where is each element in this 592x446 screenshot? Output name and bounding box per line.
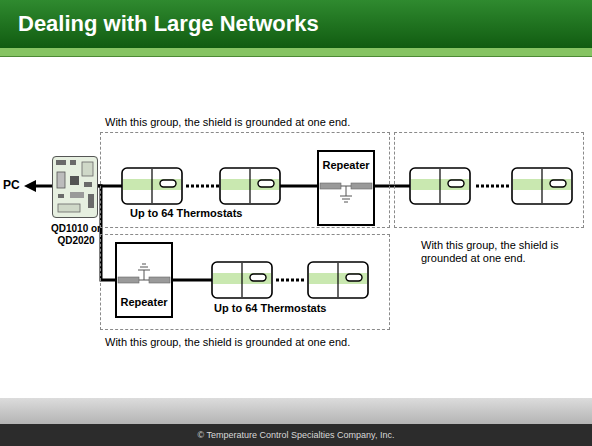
- group-note: With this group, the shield is grounded …: [105, 336, 350, 349]
- thermostat: [212, 262, 272, 298]
- thermostat: [308, 262, 368, 298]
- header-bar: [0, 0, 592, 48]
- endpoint-label: PC: [3, 178, 20, 192]
- thermostat: [122, 168, 182, 204]
- copyright-note: © Temperature Control Specialties Compan…: [0, 430, 592, 441]
- device-label: QD1010 or QD2020: [49, 223, 103, 247]
- box-label: Repeater: [117, 296, 171, 309]
- box-label: Repeater: [319, 159, 373, 172]
- repeater-circuit: [117, 243, 171, 317]
- group-note: With this group, the shield is grounded …: [421, 239, 579, 265]
- repeater-circuit: [319, 151, 373, 225]
- repeater-box: Repeater: [115, 242, 173, 318]
- network-group: With this group, the shield is grounded …: [394, 132, 584, 228]
- controller-box: QD1010 or QD2020: [52, 156, 98, 218]
- header-line: [0, 56, 592, 57]
- thermostat: [410, 168, 470, 204]
- thermostat: [220, 168, 280, 204]
- thermostat: [512, 168, 572, 204]
- slide-title: Dealing with Large Networks: [18, 11, 319, 37]
- network-group: With this group, the shield is grounded …: [100, 234, 390, 330]
- repeater-box: Repeater: [317, 150, 375, 226]
- footer-band: [0, 398, 592, 424]
- group-caption: Up to 64 Thermostats: [214, 302, 326, 315]
- footer-bar: [0, 424, 592, 446]
- controller-board: [52, 156, 98, 218]
- header-stripe: [0, 48, 592, 56]
- pc-arrow: [24, 180, 52, 192]
- group-caption: Up to 64 Thermostats: [130, 207, 242, 220]
- group-note: With this group, the shield is grounded …: [105, 116, 350, 129]
